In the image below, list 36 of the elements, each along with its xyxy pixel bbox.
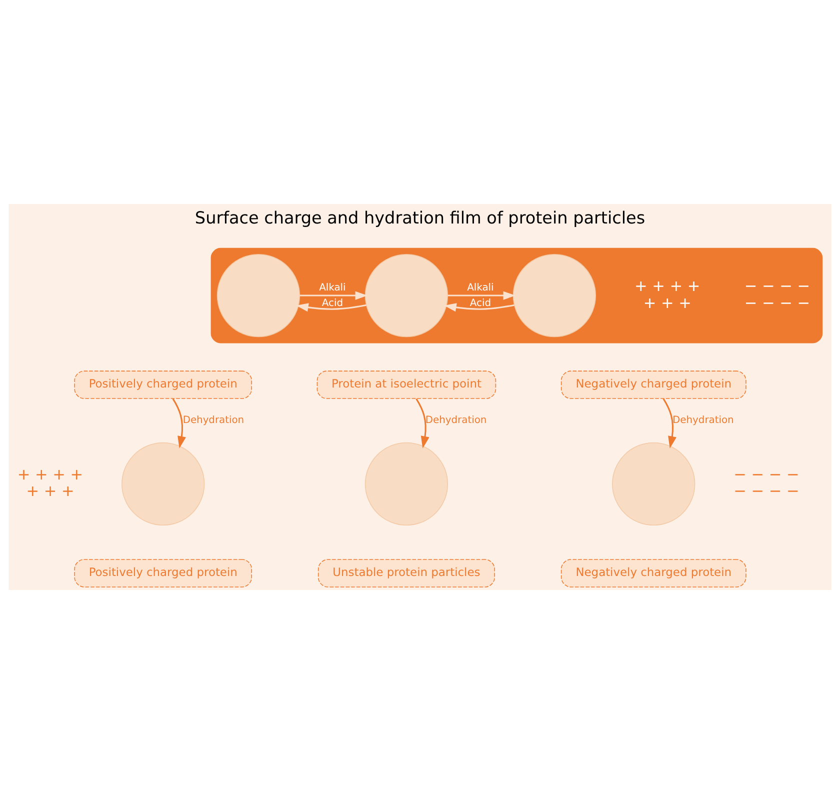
arrow bbox=[172, 398, 186, 448]
edge-label: Alkali bbox=[319, 282, 346, 294]
arrow bbox=[296, 303, 366, 312]
node-circle bbox=[612, 442, 696, 526]
arrow bbox=[444, 303, 514, 312]
edge-label: Acid bbox=[470, 298, 491, 309]
node-circle bbox=[364, 442, 448, 526]
node-box: Negatively charged protein bbox=[560, 559, 746, 588]
node-label: + + + bbox=[26, 482, 74, 500]
node-circle bbox=[122, 442, 205, 526]
node-box: Positively charged protein bbox=[74, 559, 252, 588]
node-label: + + + bbox=[643, 294, 692, 312]
node-circle bbox=[364, 254, 448, 338]
edge-label: Dehydration bbox=[672, 415, 734, 426]
node-circle bbox=[216, 254, 300, 338]
cluster bbox=[210, 248, 823, 344]
node-label: + + + + bbox=[634, 276, 700, 295]
arrow bbox=[416, 398, 430, 448]
arrow bbox=[662, 398, 676, 448]
edge-label: Acid bbox=[322, 298, 344, 309]
node-label: − − − − bbox=[744, 294, 810, 312]
node-box: Unstable protein particles bbox=[318, 559, 495, 588]
node-circle bbox=[512, 254, 596, 338]
edge-label: Dehydration bbox=[425, 415, 487, 426]
node-box: Protein at isoelectric point bbox=[316, 370, 496, 399]
node-label: − − − − bbox=[734, 482, 800, 500]
edge-label: Alkali bbox=[467, 282, 494, 294]
node-box: Negatively charged protein bbox=[560, 370, 746, 399]
arrow bbox=[300, 291, 368, 300]
node-label: − − − − bbox=[744, 276, 810, 295]
node-label: − − − − bbox=[734, 465, 800, 484]
node-label: + + + + bbox=[17, 465, 84, 484]
node-box: Positively charged protein bbox=[74, 370, 252, 399]
arrow bbox=[448, 291, 516, 300]
diagram-title: Surface charge and hydration film of protein particles bbox=[194, 208, 646, 228]
edge-label: Dehydration bbox=[182, 415, 244, 426]
